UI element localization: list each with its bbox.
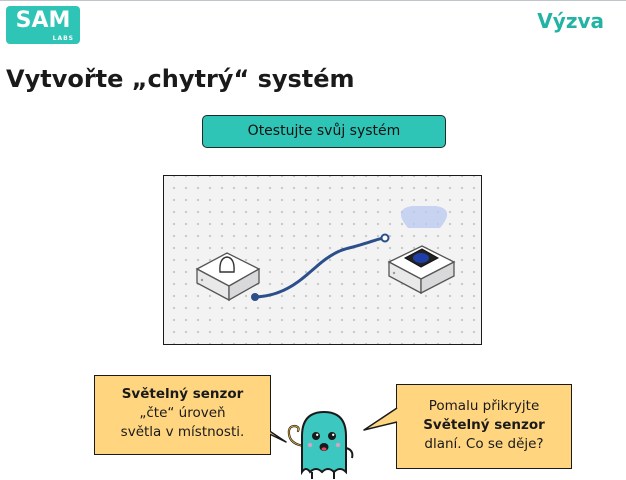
speech-bubble-left: Světelný senzor „čte“ úroveň světla v mí… <box>94 375 271 455</box>
logo-text: SAM <box>15 8 71 33</box>
light-sensor-block <box>195 252 261 302</box>
bubble-right-bold: Světelný senzor <box>423 417 545 433</box>
speech-bubble-left-tail <box>256 420 287 443</box>
connection-wire <box>254 236 388 299</box>
top-border <box>0 0 626 1</box>
mascot-left-eye <box>312 432 320 440</box>
speech-bubble-right: Pomalu přikryjte Světelný senzor dlaní. … <box>396 384 572 469</box>
light-sensor-icon <box>219 256 235 273</box>
system-diagram <box>163 175 482 345</box>
logo-subtext: LABS <box>52 35 74 42</box>
mascot-character <box>287 410 354 479</box>
page-title: Vytvořte „chytrý“ systém <box>6 65 355 93</box>
bubble-right-line1: Pomalu přikryjte <box>428 398 540 414</box>
led-light-icon <box>413 253 429 263</box>
diagram-canvas <box>195 206 456 302</box>
speech-bubble-right-tail <box>363 407 398 431</box>
bubble-left-line3: světla v místnosti. <box>120 424 245 440</box>
test-system-button[interactable]: Otestujte svůj systém <box>202 115 446 148</box>
bubble-right-line3: dlaní. Co se děje? <box>424 436 544 452</box>
sam-labs-logo: SAM LABS <box>6 6 80 44</box>
bubble-left-line2: „čte“ úroveň <box>139 405 226 421</box>
mascot-right-eye <box>328 432 336 440</box>
section-label: Výzva <box>537 9 604 33</box>
bubble-left-bold: Světelný senzor <box>121 386 244 402</box>
wire-start-node <box>251 293 259 301</box>
wire-end-node <box>380 233 390 243</box>
led-light-block <box>387 206 456 295</box>
